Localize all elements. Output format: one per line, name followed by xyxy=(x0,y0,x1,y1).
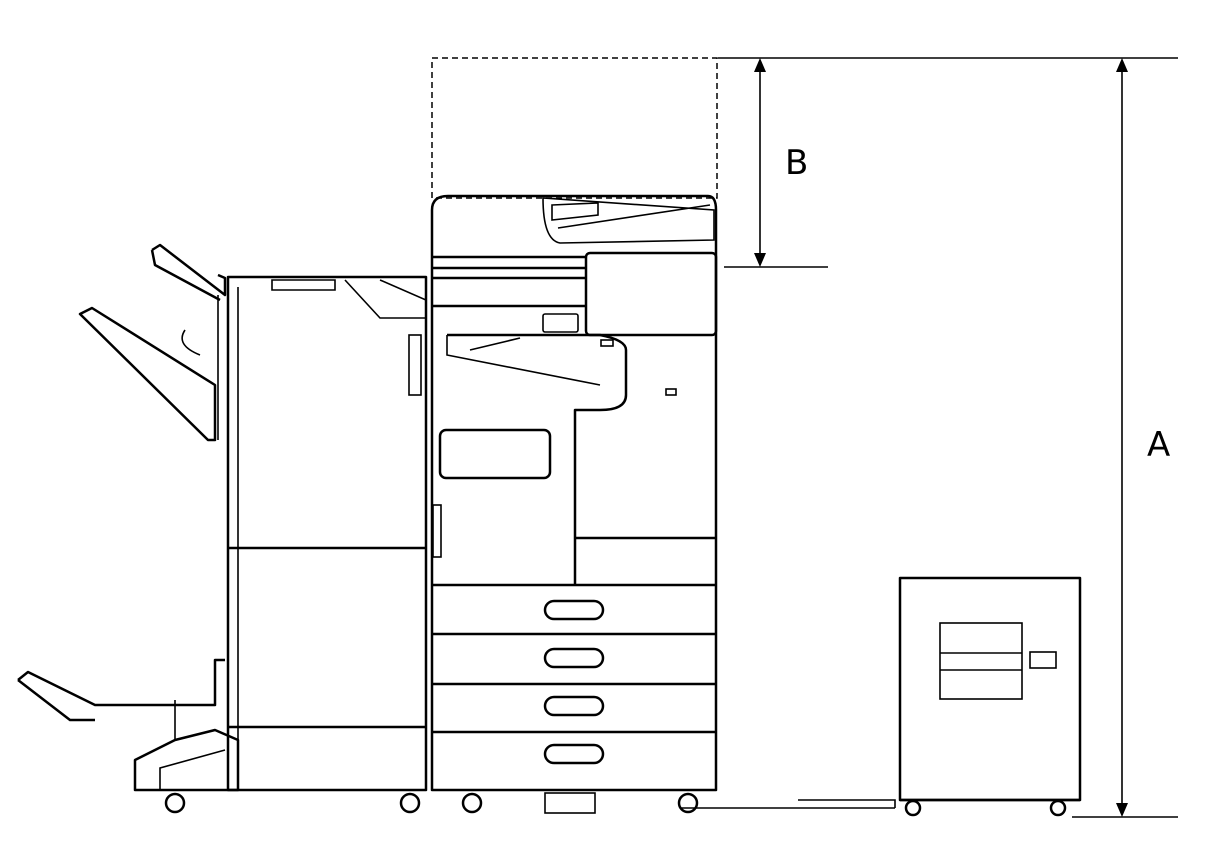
finisher xyxy=(17,243,428,814)
main-printer xyxy=(430,194,718,814)
adf-clearance-box xyxy=(431,57,718,199)
side-paper-cabinet xyxy=(680,576,1082,817)
dimension-b: B xyxy=(724,58,828,268)
dimension-a-label: A xyxy=(1147,425,1170,465)
dimension-a: A xyxy=(718,57,1178,818)
dimension-b-label: B xyxy=(785,143,808,183)
